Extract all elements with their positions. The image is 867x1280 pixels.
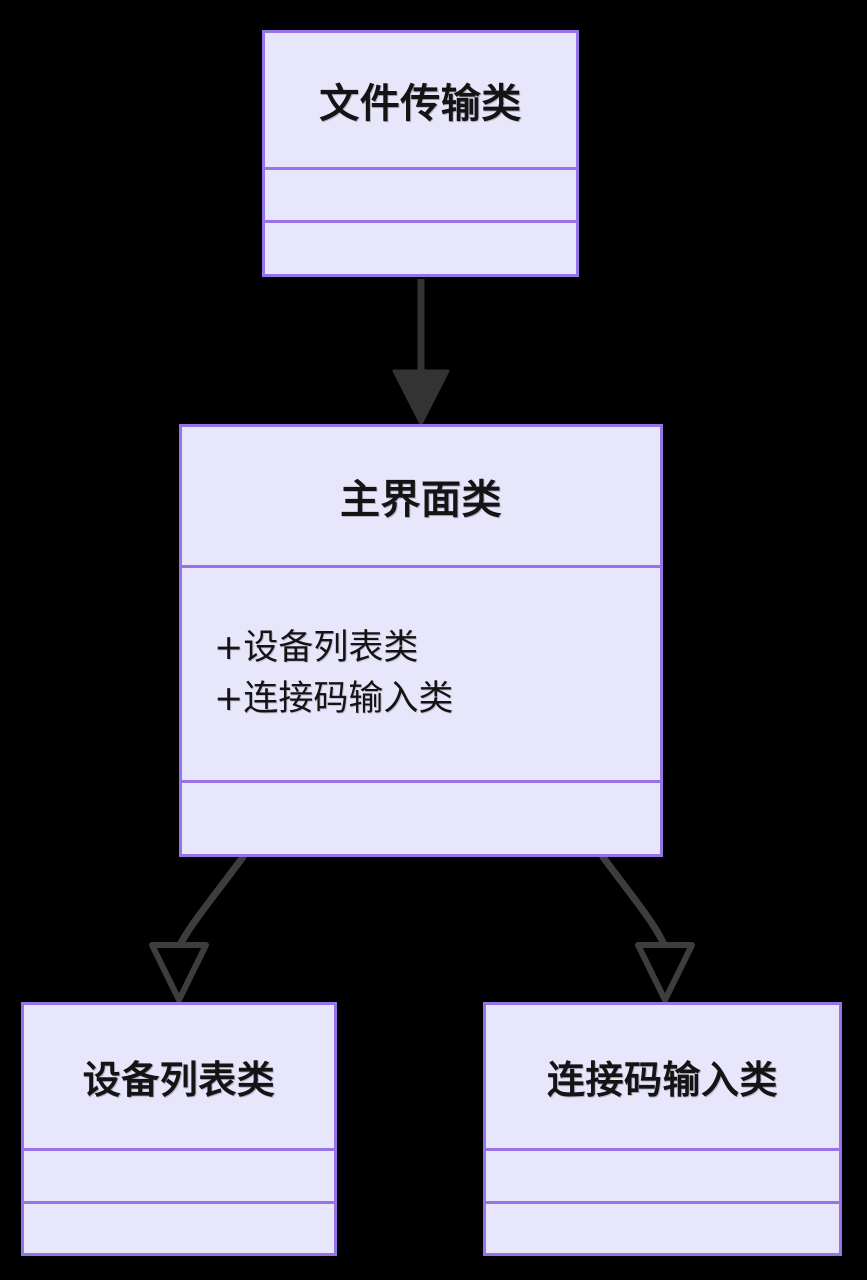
class-name-label: 设备列表类: [82, 1058, 276, 1102]
uml-class-box-device-list[interactable]: 设备列表类: [21, 1002, 337, 1256]
uml-class-box-file-transfer[interactable]: 文件传输类: [262, 30, 579, 277]
attribute-item: +设备列表类: [214, 628, 419, 669]
class-name-compartment: 主界面类: [182, 427, 660, 565]
edge-line: [176, 853, 247, 949]
attributes-compartment: [265, 167, 576, 220]
methods-compartment: [24, 1201, 334, 1253]
attributes-list: +设备列表类 +连接码输入类: [214, 627, 453, 720]
uml-class-box-main-ui[interactable]: 主界面类 +设备列表类 +连接码输入类: [179, 424, 663, 857]
class-name-label: 连接码输入类: [546, 1058, 778, 1102]
hollow-triangle-arrowhead-icon: [149, 942, 209, 1003]
class-name-compartment: 连接码输入类: [486, 1005, 839, 1148]
attribute-item: +连接码输入类: [214, 679, 454, 719]
class-name-label: 主界面类: [340, 477, 502, 523]
attributes-compartment: [24, 1148, 334, 1201]
edge-main-ui-to-device-list: [149, 853, 247, 1003]
edge-line: [599, 853, 668, 949]
edge-main-ui-to-connection-code: [599, 853, 695, 1003]
filled-arrowhead-icon: [392, 369, 450, 426]
attributes-compartment: +设备列表类 +连接码输入类: [182, 565, 660, 780]
methods-compartment: [486, 1201, 839, 1253]
class-name-label: 文件传输类: [319, 81, 522, 127]
class-name-compartment: 设备列表类: [24, 1005, 334, 1148]
methods-compartment: [182, 780, 660, 854]
hollow-triangle-arrowhead-icon: [635, 942, 695, 1003]
edge-file-transfer-to-main-ui: [392, 279, 450, 426]
methods-compartment: [265, 220, 576, 274]
attributes-compartment: [486, 1148, 839, 1201]
uml-class-box-connection-code[interactable]: 连接码输入类: [483, 1002, 842, 1256]
class-name-compartment: 文件传输类: [265, 33, 576, 167]
